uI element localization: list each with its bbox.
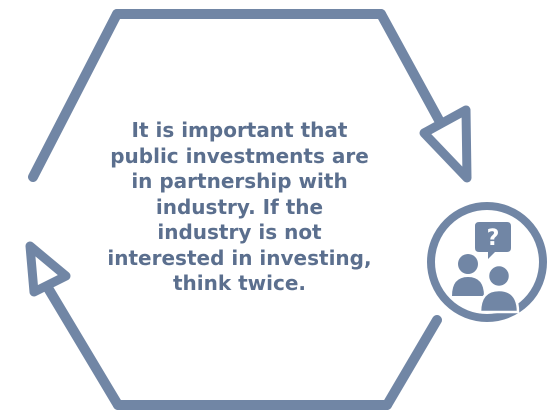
people-question-icon: ?: [427, 202, 547, 322]
hexagon-lower-left-edge: [43, 283, 123, 410]
arrowhead-left-icon: [25, 241, 71, 297]
arrowhead-right-icon: [419, 105, 472, 183]
quote-text: It is important that public investments …: [107, 118, 372, 295]
svg-text:?: ?: [487, 226, 500, 251]
hexagon-upper-left-edge: [28, 9, 122, 182]
hexagon-upper-right-edge: [376, 9, 445, 127]
hexagon-lower-right-edge: [382, 315, 442, 410]
